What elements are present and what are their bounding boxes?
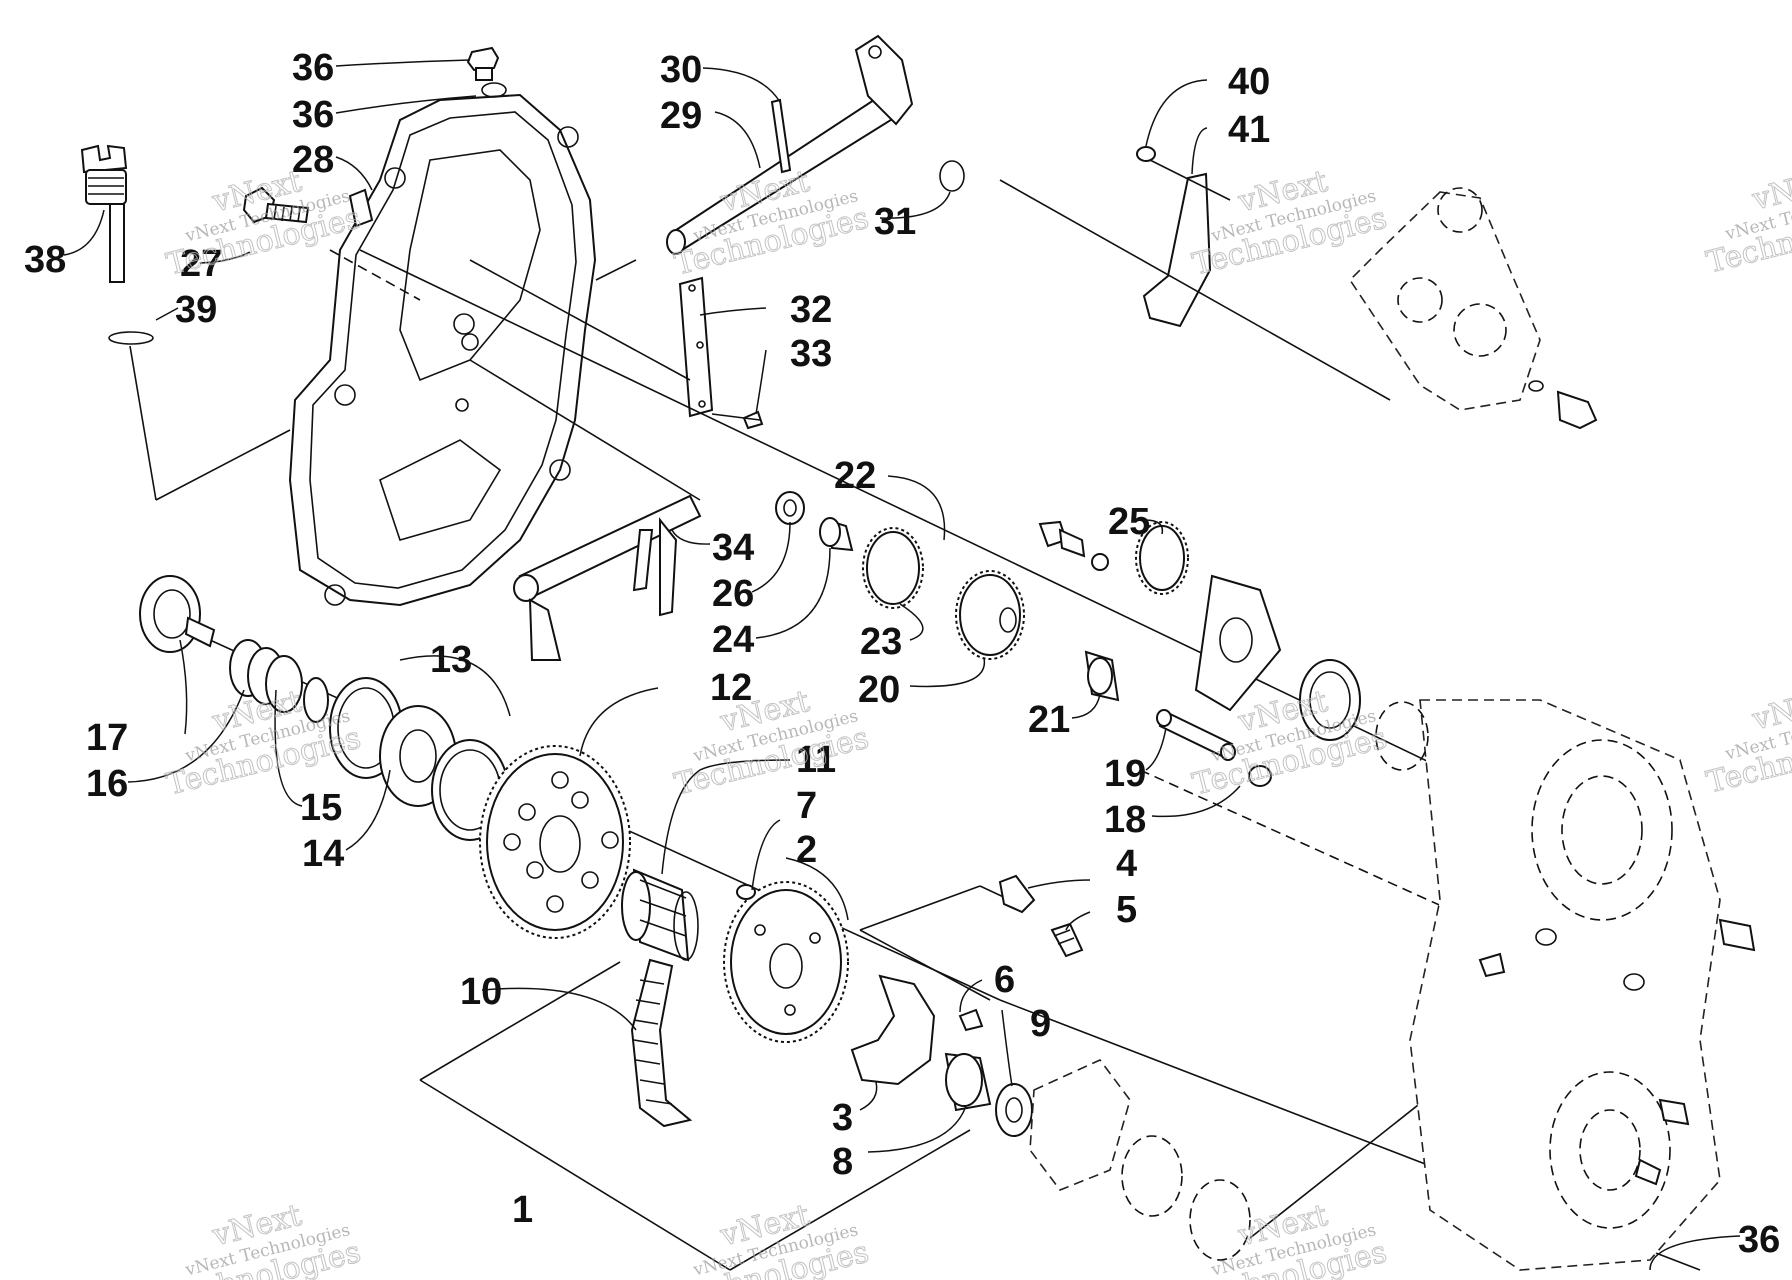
watermark: vNext vNext Technologies Technologies xyxy=(163,1197,365,1280)
callout-21[interactable]: 21 xyxy=(1028,699,1070,741)
callout-18[interactable]: 18 xyxy=(1104,799,1146,841)
callout-3[interactable]: 3 xyxy=(832,1097,853,1139)
callout-15[interactable]: 15 xyxy=(300,787,342,829)
callout-28[interactable]: 28 xyxy=(292,139,334,181)
watermark: vNext vNext Technologies Technologies xyxy=(1703,681,1792,801)
callout-13[interactable]: 13 xyxy=(430,639,472,681)
callout-38[interactable]: 38 xyxy=(24,239,66,281)
callout-14[interactable]: 14 xyxy=(302,833,344,875)
callout-39[interactable]: 39 xyxy=(175,289,217,331)
callout-35[interactable]: 36 xyxy=(292,47,334,89)
small-sprocket[interactable] xyxy=(723,881,849,1043)
shift-plate[interactable] xyxy=(678,276,764,430)
drive-chain[interactable] xyxy=(630,958,693,1128)
large-sprocket[interactable] xyxy=(479,745,631,939)
lower-housing-dashed xyxy=(1029,699,1756,1271)
callout-26[interactable]: 26 xyxy=(712,573,754,615)
shift-shaft[interactable] xyxy=(666,34,965,255)
watermark: vNext vNext Technologies Technologies xyxy=(671,1197,873,1280)
shift-fork[interactable] xyxy=(513,494,702,661)
callout-8[interactable]: 8 xyxy=(832,1141,853,1183)
callout-25[interactable]: 25 xyxy=(1108,501,1150,543)
drawing-linework xyxy=(80,34,1756,1271)
callout-6[interactable]: 6 xyxy=(994,959,1015,1001)
callout-4[interactable]: 4 xyxy=(1116,843,1137,885)
callout-9[interactable]: 9 xyxy=(1030,1003,1051,1045)
upper-gear-train[interactable] xyxy=(775,491,1429,787)
callout-27[interactable]: 27 xyxy=(180,243,222,285)
callout-22[interactable]: 22 xyxy=(834,455,876,497)
callout-1[interactable]: 1 xyxy=(512,1189,533,1231)
callout-34[interactable]: 34 xyxy=(712,527,754,569)
chaincase-cover[interactable] xyxy=(288,93,597,607)
callout-33[interactable]: 33 xyxy=(790,333,832,375)
callout-36-lower[interactable]: 36 xyxy=(1738,1219,1780,1261)
callout-2[interactable]: 2 xyxy=(796,829,817,871)
callout-leaders xyxy=(63,59,1741,1271)
tensioner-retainer[interactable] xyxy=(850,874,1084,1086)
callout-36[interactable]: 36 xyxy=(292,94,334,136)
callout-12[interactable]: 12 xyxy=(710,667,752,709)
watermark: vNext vNext Technologies Technologies xyxy=(1189,1197,1391,1280)
callout-5[interactable]: 5 xyxy=(1116,889,1137,931)
callout-20[interactable]: 20 xyxy=(858,669,900,711)
watermark: vNext vNext Technologies Technologies xyxy=(1703,161,1792,281)
callout-31[interactable]: 31 xyxy=(874,201,916,243)
needle-bearing[interactable] xyxy=(944,1052,1033,1137)
drain-plug[interactable] xyxy=(466,46,507,98)
spline-hub[interactable] xyxy=(621,868,699,962)
callout-11[interactable]: 11 xyxy=(796,739,836,781)
dipstick[interactable] xyxy=(80,144,154,345)
callout-29[interactable]: 29 xyxy=(660,95,702,137)
callout-7[interactable]: 7 xyxy=(796,785,817,827)
callout-24[interactable]: 24 xyxy=(712,619,754,661)
cover-bolt[interactable] xyxy=(242,186,310,224)
watermark: vNext vNext Technologies Technologies xyxy=(1189,163,1391,283)
callout-32[interactable]: 32 xyxy=(790,289,832,331)
callout-41[interactable]: 41 xyxy=(1228,109,1270,151)
callout-17[interactable]: 17 xyxy=(86,717,128,759)
watermark: vNext vNext Technologies Technologies xyxy=(671,683,873,803)
callout-23[interactable]: 23 xyxy=(860,621,902,663)
upper-housing-dashed xyxy=(1348,187,1598,430)
callout-10[interactable]: 10 xyxy=(460,971,502,1013)
callout-40[interactable]: 40 xyxy=(1228,61,1270,103)
callout-16[interactable]: 16 xyxy=(86,763,128,805)
bracket-assembly[interactable] xyxy=(1136,146,1212,328)
callout-labels: 36 36 28 38 27 39 30 29 31 32 33 34 26 2… xyxy=(24,47,1780,1261)
callout-19[interactable]: 19 xyxy=(1104,753,1146,795)
callout-30[interactable]: 30 xyxy=(660,49,702,91)
